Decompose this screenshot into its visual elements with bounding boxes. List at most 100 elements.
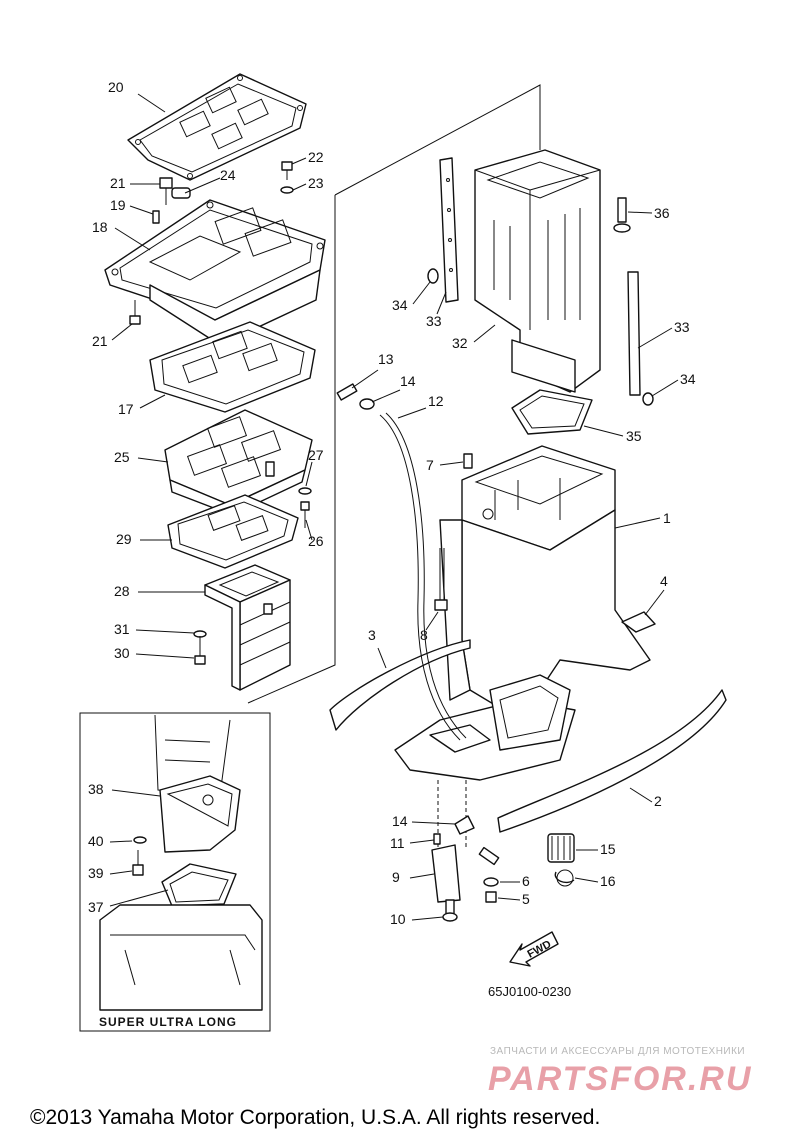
leader-line-4 [644,589,665,616]
callout-40: 40 [88,833,104,849]
callout-7: 7 [426,457,434,473]
super-ultra-long-inset: SUPER ULTRA LONG [79,712,271,1032]
callout-35: 35 [626,428,642,444]
leader-line-36 [627,211,653,214]
callout-16: 16 [600,873,616,889]
leader-line-24 [184,177,221,194]
callout-14: 14 [392,813,408,829]
leader-line-12 [397,407,427,419]
leader-line-35 [583,425,624,437]
part-29-gasket [167,494,299,569]
callout-12: 12 [428,393,444,409]
callout-22: 22 [308,149,324,165]
part-4-plug [621,611,656,633]
callout-17: 17 [118,401,134,417]
diagram-reference-code: 65J0100-0230 [488,984,571,999]
leader-line-33 [436,291,447,315]
copyright-footer: ©2013 Yamaha Motor Corporation, U.S.A. A… [30,1106,600,1129]
part-32-upper-casing [474,149,601,393]
callout-26: 26 [308,533,324,549]
leader-line-18 [114,227,151,251]
leader-line-31 [135,629,195,634]
callout-27: 27 [308,447,324,463]
callout-2: 2 [654,793,662,809]
leader-line-27 [305,461,313,487]
callout-13: 13 [378,351,394,367]
callout-31: 31 [114,621,130,637]
leader-line-38 [111,789,161,797]
callout-20: 20 [108,79,124,95]
leader-line-9 [409,873,435,879]
leader-line-20 [137,93,166,113]
parts-5-16-lower-hardware [431,780,575,922]
callout-33: 33 [426,313,442,329]
leader-line-8 [425,611,439,631]
part-1-main-casing [394,445,651,781]
fwd-arrow: FWD [509,931,559,967]
leader-line-16 [574,877,599,883]
leader-line-19 [129,205,154,215]
leader-line-23 [292,183,307,191]
callout-36: 36 [654,205,670,221]
callout-33: 33 [674,319,690,335]
leader-line-22 [291,157,307,165]
callout-9: 9 [392,869,400,885]
parts-26-27-30-31-hardware [193,487,312,665]
leader-line-2 [629,787,653,803]
callout-11: 11 [390,835,405,851]
leader-line-3 [377,647,387,669]
leader-line-26 [305,519,313,541]
callout-21: 21 [92,333,108,349]
callout-24: 24 [220,167,236,183]
callout-leaders [109,93,679,921]
watermark-tagline: ЗАПЧАСТИ И АКСЕССУАРЫ ДЛЯ МОТОТЕХНИКИ [490,1046,745,1057]
callout-39: 39 [88,865,104,881]
leader-line-32 [473,324,496,343]
callout-15: 15 [600,841,616,857]
callout-5: 5 [522,891,530,907]
callout-34: 34 [680,371,696,387]
parts-12-13-14-hose [336,383,467,741]
callout-38: 38 [88,781,104,797]
part-17-gasket [149,321,316,413]
parts-2-3-seals [329,639,727,833]
upper-assembly-frame [247,84,541,704]
callout-4: 4 [660,573,668,589]
leader-line-30 [135,653,195,659]
part-35-seal [511,389,593,435]
callout-25: 25 [114,449,130,465]
leader-line-37 [109,889,169,907]
callout-10: 10 [390,911,406,927]
leader-line-39 [109,870,133,875]
leader-line-34 [651,379,679,397]
callout-32: 32 [452,335,468,351]
part-28-exhaust-manifold [204,564,291,691]
parts-33-34-36-hardware [427,157,654,406]
callout-21: 21 [110,175,126,191]
leader-line-1 [614,517,661,529]
inset-label: SUPER ULTRA LONG [99,1015,237,1029]
callout-6: 6 [522,873,530,889]
callout-29: 29 [116,531,132,547]
part-20-gasket [127,73,307,181]
callout-14: 14 [400,373,416,389]
callout-30: 30 [114,645,130,661]
leader-line-33 [637,327,673,349]
leader-line-17 [139,394,166,409]
leader-line-10 [411,916,444,921]
callout-19: 19 [110,197,126,213]
fwd-label: FWD [526,938,554,960]
part-25-exhaust-guide [164,409,313,516]
leader-line-21 [111,323,133,341]
watermark: ЗАПЧАСТИ И АКСЕССУАРЫ ДЛЯ МОТОТЕХНИКИ PA… [488,1046,752,1098]
callout-23: 23 [308,175,324,191]
leader-line-40 [109,840,133,843]
callout-18: 18 [92,219,108,235]
watermark-brand: PARTSFOR.RU [488,1060,752,1098]
parts-21-24-hardware [129,161,294,325]
callout-3: 3 [368,627,376,643]
leader-line-14 [371,389,401,403]
